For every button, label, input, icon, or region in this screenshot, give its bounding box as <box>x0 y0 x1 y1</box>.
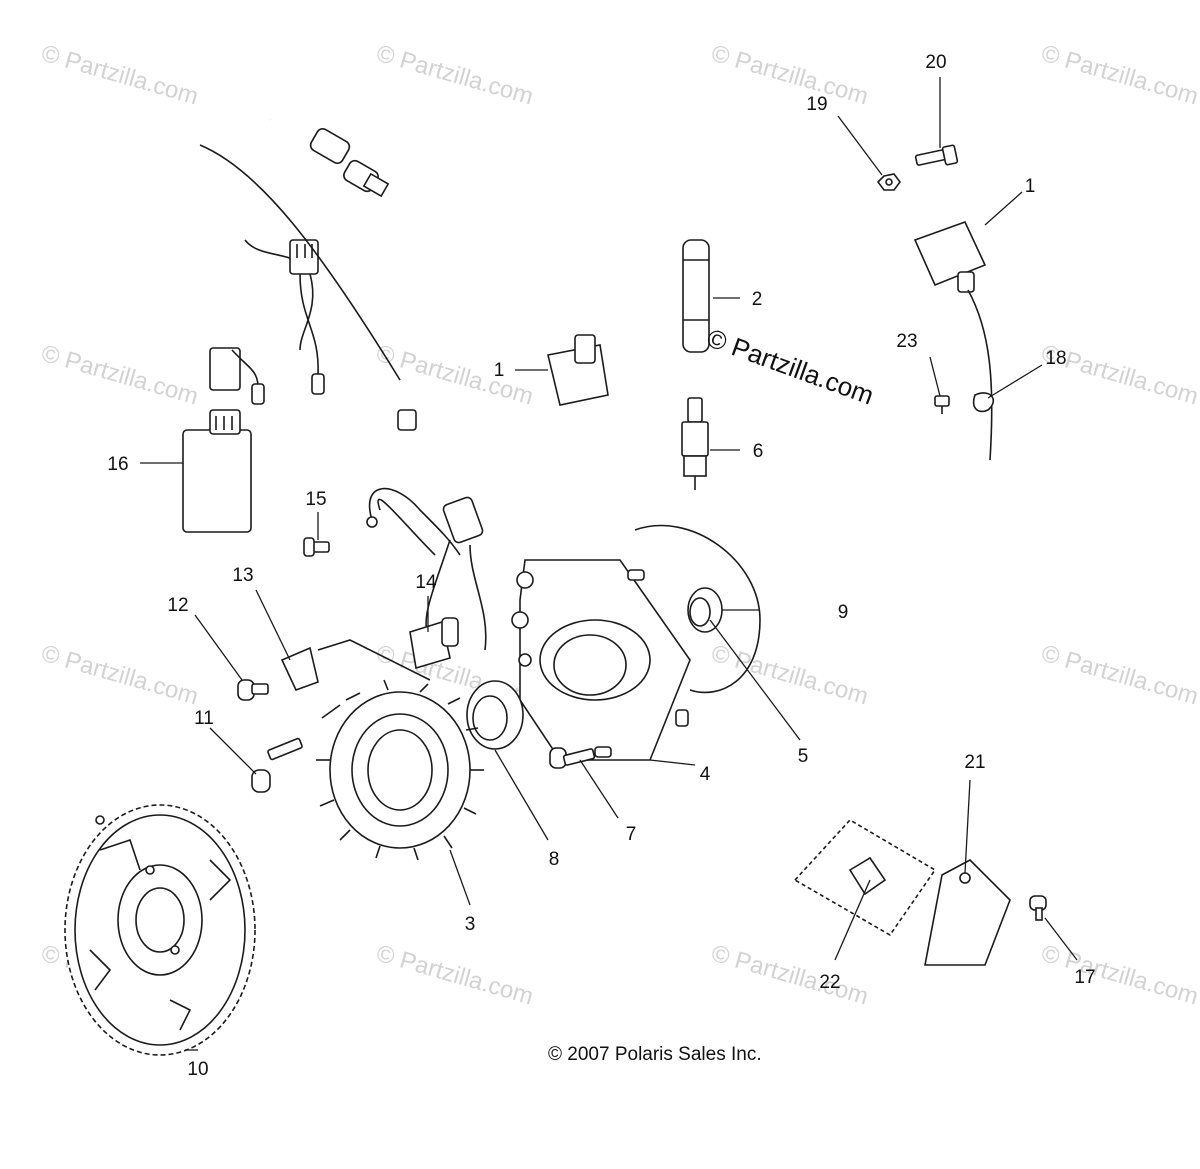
callout-5: 5 <box>798 746 809 767</box>
cdi-module <box>182 409 252 533</box>
callout-20: 20 <box>925 52 946 73</box>
callout-14: 14 <box>415 572 437 593</box>
callout-23: 23 <box>896 331 917 352</box>
spark-plug-cap <box>682 239 710 353</box>
callout-13: 13 <box>232 565 253 586</box>
callout-7: 7 <box>626 824 637 845</box>
watermark: © Partzilla.com <box>373 940 536 1011</box>
callout-16: 16 <box>107 454 128 475</box>
callout-18: 18 <box>1045 348 1066 369</box>
watermark: © Partzilla.com <box>1038 40 1200 111</box>
callout-19: 19 <box>806 94 827 115</box>
callout-11: 11 <box>194 708 214 729</box>
watermark: © Partzilla.com <box>38 340 201 411</box>
callout-21: 21 <box>964 752 985 773</box>
partzilla-stamp: © Partzilla.com <box>703 322 878 410</box>
watermark: © Partzilla.com <box>373 40 536 111</box>
callout-9: 9 <box>838 602 849 623</box>
bolt-20 <box>914 144 959 166</box>
voltage-regulator <box>793 818 937 937</box>
screw-17 <box>1029 895 1047 921</box>
stator <box>316 679 484 861</box>
stator-plate <box>511 559 691 761</box>
bolt-7 <box>549 747 596 769</box>
callout-22: 22 <box>819 972 840 993</box>
watermark: © Partzilla.com <box>1038 940 1200 1011</box>
clamp-18 <box>972 392 994 413</box>
nut-19 <box>876 173 901 191</box>
ground-screw-15 <box>303 487 461 557</box>
flywheel <box>64 804 256 1056</box>
callout-1: 1 <box>1025 176 1036 197</box>
ignition-coil-right <box>913 220 993 461</box>
gasket <box>634 524 761 694</box>
seal-5 <box>687 587 723 633</box>
callout-12: 12 <box>167 595 188 616</box>
callout-2: 2 <box>752 289 763 310</box>
callouts: 1 1 2 3 4 5 6 7 8 9 10 11 12 13 14 15 16… <box>107 52 1095 1080</box>
screw-12 <box>237 679 269 701</box>
callout-6: 6 <box>753 441 764 462</box>
bolt-11 <box>251 737 303 793</box>
pickup-sensor <box>409 617 459 670</box>
watermark: © Partzilla.com <box>1038 640 1200 711</box>
watermark: © Partzilla.com <box>708 940 871 1011</box>
spark-plug <box>681 397 709 490</box>
callout-15: 15 <box>305 489 326 510</box>
watermark: © Partzilla.com <box>708 40 871 111</box>
callout-10: 10 <box>187 1059 208 1080</box>
callout-4: 4 <box>700 764 711 785</box>
callout-8: 8 <box>549 849 560 870</box>
seal-8 <box>466 680 524 750</box>
leader-lines <box>140 77 1078 1051</box>
ignition-coil <box>547 39 645 406</box>
bracket-13 <box>280 639 431 692</box>
callout-17: 17 <box>1074 967 1095 988</box>
screw-23 <box>934 395 950 414</box>
copyright-notice: © 2007 Polaris Sales Inc. <box>548 1044 762 1065</box>
wiring-harness <box>199 107 487 651</box>
bracket-21 <box>924 859 1011 966</box>
callout-1: 1 <box>494 360 505 381</box>
watermark: © Partzilla.com <box>38 640 201 711</box>
watermark: © Partzilla.com <box>38 40 201 111</box>
callout-3: 3 <box>465 914 476 935</box>
